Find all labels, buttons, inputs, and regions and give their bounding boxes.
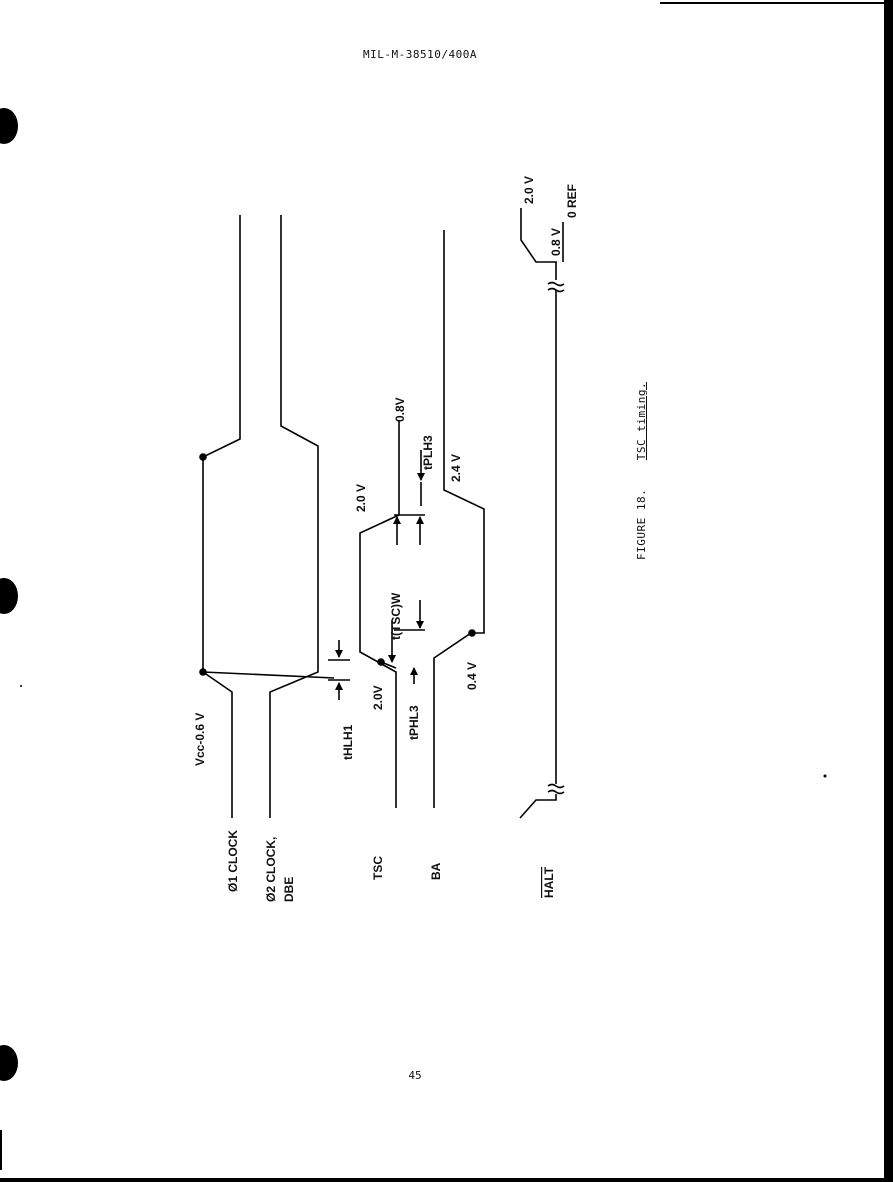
label-halt: HALT [542, 866, 556, 898]
label-phi2-dbe: DBE [282, 877, 296, 902]
label-tphl3: tPHL3 [407, 705, 421, 740]
phi2-clock-waveform [269, 215, 319, 818]
label-tsc: TSC [371, 856, 385, 880]
label-thlh1: tHLH1 [341, 724, 355, 760]
stray-dot [20, 685, 22, 687]
halt-break-left [547, 783, 565, 795]
ba-low-point [468, 629, 476, 637]
left-mark [0, 1130, 2, 1170]
phi1-upper-point [199, 453, 207, 461]
ba-waveform [433, 230, 485, 808]
label-ba: BA [429, 862, 443, 880]
phi1-clock-waveform [202, 215, 241, 818]
halt-waveform-right [520, 215, 557, 280]
right-edge-bar [884, 0, 893, 1182]
label-halt-high-level: 2.0 V [522, 176, 536, 204]
label-tsc-end-level: 0.8V [393, 397, 407, 422]
figure-title: TSC timing. [635, 381, 648, 461]
label-phi1-clock: Ø1 CLOCK [226, 830, 240, 892]
figure-number: FIGURE 18. [635, 488, 648, 560]
vcc-reference-line [202, 671, 335, 679]
tsc-waveform [359, 428, 400, 808]
punch-hole-middle [0, 578, 18, 614]
page-number: 45 [408, 1069, 422, 1082]
label-ba-high-level: 2.4 V [449, 454, 463, 482]
label-halt-ref-level: 0 REF [565, 184, 579, 218]
label-ba-low-level: 0.4 V [465, 662, 479, 690]
bottom-edge-bar [0, 1178, 893, 1182]
document-header: MIL-M-38510/400A [363, 48, 477, 61]
label-tsc-high-level: 2.0 V [354, 484, 368, 512]
label-halt-low-level: 0.8 V [549, 228, 563, 256]
label-phi2-clock: Ø2 CLOCK, [264, 837, 278, 902]
top-rule [660, 2, 893, 4]
label-tplh3: tPLH3 [421, 435, 435, 470]
halt-break-right [547, 281, 565, 293]
stray-dot [823, 774, 827, 778]
halt-waveform-left [519, 794, 557, 819]
punch-hole-bottom [0, 1045, 18, 1081]
label-vcc-level: Vcc-0.6 V [193, 713, 207, 766]
tphl3-tick [380, 661, 397, 669]
punch-hole-top [0, 108, 18, 144]
label-tsc-w: t(TSC)W [389, 592, 403, 640]
label-tsc-start-level: 2.0V [371, 685, 385, 710]
